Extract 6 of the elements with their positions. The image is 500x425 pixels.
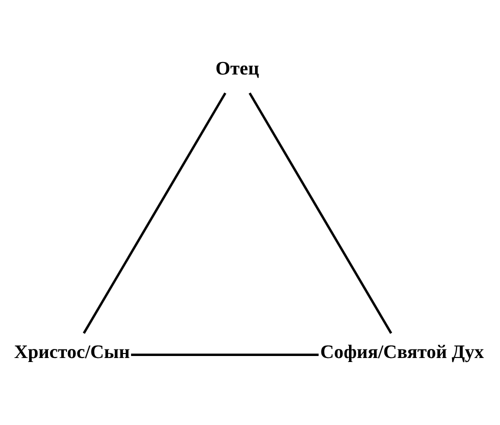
node-text: Отец — [215, 58, 260, 80]
node-text: София/Святой Дух — [320, 342, 484, 363]
connector — [131, 353, 319, 356]
connector — [82, 92, 226, 334]
node-text: Христос/Сын — [14, 342, 130, 363]
connector — [248, 92, 392, 334]
